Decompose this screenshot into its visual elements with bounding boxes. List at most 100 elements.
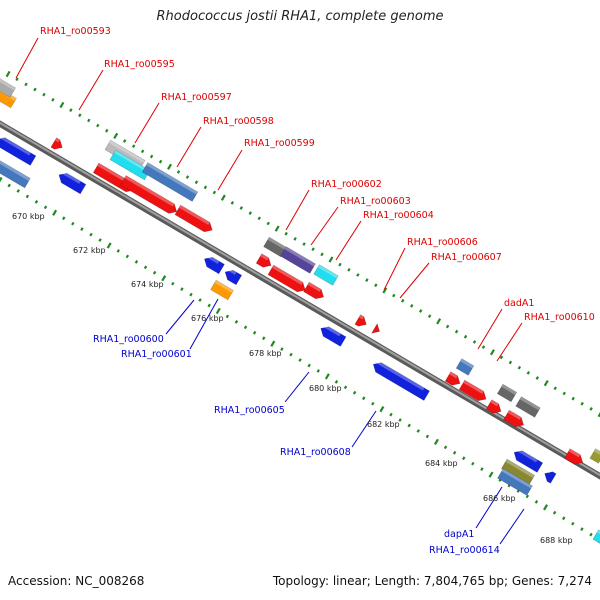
gene-ro00602[interactable]: [263, 236, 287, 258]
gene-ro00603[interactable]: [280, 246, 316, 274]
lower-tick-dot: [398, 418, 402, 422]
leader-ro00600: [165, 299, 195, 335]
lower-tick-dot: [425, 434, 430, 439]
gene-reverse-left-3[interactable]: [56, 170, 87, 195]
upper-tick-dot: [51, 97, 55, 102]
upper-tick-dot: [562, 391, 566, 396]
gene-ro00614-b[interactable]: [511, 447, 544, 473]
gene-ro00604-b[interactable]: [303, 281, 327, 302]
gene-ro00598[interactable]: [141, 162, 199, 202]
scale-tick-labels: 670 kbp 672 kbp 674 kbp 676 kbp 678 kbp …: [12, 212, 573, 545]
gene-ro00606[interactable]: [354, 314, 369, 330]
lower-tick-dot: [189, 292, 193, 297]
gene-label-ro00595[interactable]: RHA1_ro00595: [104, 59, 175, 70]
leader-ro00604: [335, 220, 362, 261]
gene-ro00615[interactable]: [589, 448, 600, 464]
tick-label-684: 684 kbp: [425, 459, 458, 468]
gene-ro00595[interactable]: [50, 137, 65, 153]
gene-ro00603-b[interactable]: [267, 264, 308, 295]
gene-ro00599-c[interactable]: [174, 204, 215, 235]
upper-tick-dot: [176, 170, 181, 174]
gene-edge-right[interactable]: [592, 529, 600, 545]
gene-label-ro00606[interactable]: RHA1_ro00606: [407, 237, 478, 248]
gene-label-ro00597[interactable]: RHA1_ro00597: [161, 92, 232, 103]
gene-label-ro00599[interactable]: RHA1_ro00599: [244, 138, 315, 149]
accession-text: Accession: NC_008268: [8, 574, 145, 588]
gene-dadA1-b[interactable]: [444, 371, 463, 389]
gene-ro00611-b[interactable]: [485, 399, 504, 417]
tick-label-670: 670 kbp: [12, 212, 45, 221]
gene-ro00612[interactable]: [515, 396, 541, 418]
gene-ro00600[interactable]: [202, 254, 225, 275]
lower-tick-dot: [89, 232, 93, 237]
upper-tick-dot: [472, 340, 477, 344]
gene-ro00599-b[interactable]: [120, 175, 179, 217]
gene-ro00608[interactable]: [370, 359, 430, 401]
tick-label-672: 672 kbp: [73, 246, 106, 255]
gene-ro00600-b[interactable]: [222, 267, 243, 286]
gene-ro00602-b[interactable]: [255, 253, 274, 271]
gene-ro00611[interactable]: [496, 383, 518, 403]
lower-tick-dot: [116, 249, 120, 253]
gene-ro00610[interactable]: [458, 379, 489, 404]
upper-tick-dot: [266, 221, 270, 226]
leader-ro00595: [78, 69, 104, 111]
upper-tick-dot: [463, 334, 468, 339]
lower-tick-dot: [307, 363, 311, 368]
tick-label-678: 678 kbp: [249, 349, 282, 358]
lower-tick-dot: [270, 340, 276, 347]
gene-ro00597-b[interactable]: [109, 149, 151, 181]
gene-label-ro00610[interactable]: RHA1_ro00610: [524, 312, 595, 323]
leader-dadA1: [477, 308, 503, 350]
gene-ro00607[interactable]: [371, 322, 383, 337]
gene-reverse-left-2[interactable]: [0, 159, 31, 189]
gene-label-ro00608[interactable]: RHA1_ro00608: [280, 447, 351, 458]
lower-tick-dot: [543, 504, 549, 511]
gene-ro00614[interactable]: [497, 468, 533, 496]
upper-tick-dot: [571, 396, 575, 401]
gene-ro00614-c[interactable]: [542, 468, 557, 484]
lower-tick-dot: [143, 265, 148, 270]
gene-ro00613[interactable]: [564, 448, 585, 468]
forward-gene-labels: RHA1_ro00593 RHA1_ro00595 RHA1_ro00597 R…: [40, 26, 595, 323]
gene-dadA1[interactable]: [455, 358, 475, 376]
label-leader-lines: [15, 37, 525, 545]
gene-label-ro00607[interactable]: RHA1_ro00607: [431, 252, 502, 263]
lower-tick-dot: [379, 405, 385, 413]
lower-tick-dot: [343, 385, 348, 390]
lower-tick-dot: [407, 423, 411, 428]
lower-tick-dot: [589, 532, 593, 537]
lower-tick-dot: [34, 200, 39, 204]
upper-tick-dot: [149, 154, 154, 159]
gene-reverse-left-1[interactable]: [0, 134, 37, 166]
gene-label-ro00593[interactable]: RHA1_ro00593: [40, 26, 111, 37]
gene-label-ro00614[interactable]: RHA1_ro00614: [429, 545, 500, 556]
gene-label-ro00605[interactable]: RHA1_ro00605: [214, 405, 285, 416]
lower-tick-dot: [289, 352, 293, 357]
lower-tick-dot: [152, 270, 157, 275]
gene-label-ro00598[interactable]: RHA1_ro00598: [203, 116, 274, 127]
upper-tick-dot: [427, 314, 432, 319]
lower-tick-dot: [43, 205, 48, 210]
gene-ro00592[interactable]: [0, 78, 16, 98]
upper-tick-dot: [203, 185, 208, 190]
gene-label-ro00603[interactable]: RHA1_ro00603: [340, 196, 411, 207]
upper-tick-dot: [392, 293, 396, 298]
gene-ro00601[interactable]: [210, 279, 234, 301]
upper-tick-dot: [445, 324, 450, 329]
lower-tick-dot: [471, 461, 475, 466]
gene-ro00605[interactable]: [318, 323, 347, 347]
gene-label-ro00600[interactable]: RHA1_ro00600: [93, 334, 164, 345]
gene-label-dapA1[interactable]: dapA1: [444, 529, 474, 540]
gene-ro00604[interactable]: [313, 264, 339, 286]
lower-tick-dot: [243, 325, 248, 330]
gene-label-dadA1[interactable]: dadA1: [504, 298, 534, 309]
lower-tick-dot: [462, 456, 466, 461]
gene-ro00612-b[interactable]: [503, 409, 527, 430]
upper-tick-dot: [328, 256, 334, 263]
lower-tick-dot: [215, 307, 221, 315]
gene-label-ro00602[interactable]: RHA1_ro00602: [311, 179, 382, 190]
gene-label-ro00604[interactable]: RHA1_ro00604: [363, 210, 434, 221]
lower-tick-dot: [534, 500, 539, 504]
gene-label-ro00601[interactable]: RHA1_ro00601: [121, 349, 192, 360]
